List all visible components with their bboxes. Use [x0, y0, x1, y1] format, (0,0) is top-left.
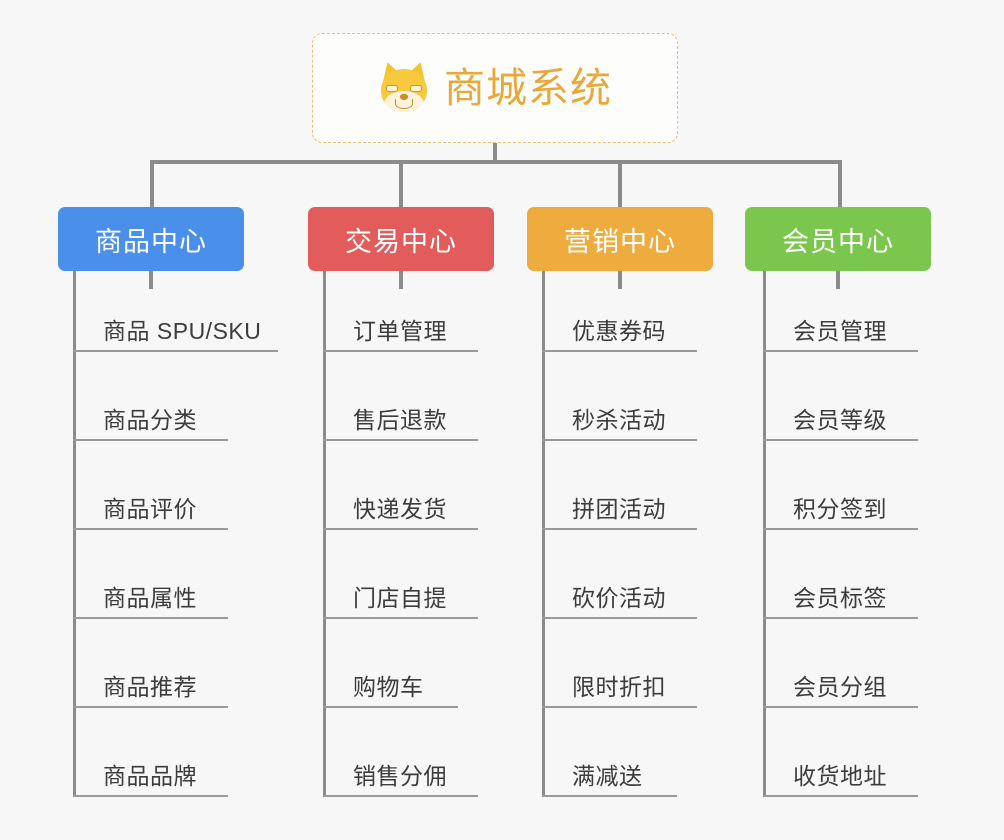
leaf-label: 商品推荐: [103, 674, 197, 700]
leaf-label: 商品属性: [103, 585, 197, 611]
root-title: 商城系统: [444, 64, 612, 111]
category-stem-4: [836, 271, 840, 289]
leaf-label: 积分签到: [793, 496, 887, 522]
leaf-underline: [763, 350, 918, 352]
leaf-underline: [323, 528, 478, 530]
category-stem-3: [618, 271, 622, 289]
category-box-1[interactable]: 商品中心: [58, 207, 244, 271]
root-node[interactable]: 商城系统: [312, 33, 678, 143]
leaf-underline: [73, 528, 228, 530]
leaf-underline: [763, 795, 918, 797]
category-label: 会员中心: [782, 226, 894, 257]
leaf-underline: [323, 439, 478, 441]
leaf-label: 商品 SPU/SKU: [103, 318, 262, 344]
leaf-label: 优惠券码: [572, 318, 666, 344]
leaf-label: 快递发货: [353, 496, 447, 522]
leaf-label: 门店自提: [353, 585, 447, 611]
leaf-underline: [542, 795, 677, 797]
leaf-underline: [323, 706, 458, 708]
drop-connector-4: [838, 160, 842, 209]
leaf-underline: [542, 617, 697, 619]
leaf-underline: [763, 617, 918, 619]
leaf-label: 商品评价: [103, 496, 197, 522]
category-box-2[interactable]: 交易中心: [308, 207, 494, 271]
category-spine-4: [763, 271, 766, 797]
drop-connector-3: [618, 160, 622, 209]
leaf-label: 会员等级: [793, 407, 887, 433]
category-label: 交易中心: [345, 226, 457, 257]
drop-connector-1: [150, 160, 154, 209]
category-spine-1: [73, 271, 76, 797]
leaf-label: 会员管理: [793, 318, 887, 344]
root-stem-connector: [493, 143, 497, 164]
leaf-label: 商品分类: [103, 407, 197, 433]
leaf-underline: [73, 795, 228, 797]
leaf-label: 秒杀活动: [572, 407, 666, 433]
leaf-label: 收货地址: [793, 763, 887, 789]
leaf-label: 售后退款: [353, 407, 447, 433]
leaf-underline: [73, 706, 228, 708]
category-label: 营销中心: [564, 226, 676, 257]
category-spine-2: [323, 271, 326, 797]
leaf-underline: [763, 528, 918, 530]
leaf-label: 会员标签: [793, 585, 887, 611]
shiba-dog-icon: [377, 59, 431, 114]
leaf-underline: [542, 439, 697, 441]
category-box-4[interactable]: 会员中心: [745, 207, 931, 271]
leaf-label: 拼团活动: [572, 496, 666, 522]
category-stem-2: [399, 271, 403, 289]
leaf-label: 砍价活动: [572, 585, 666, 611]
leaf-label: 订单管理: [353, 318, 447, 344]
bus-connector: [150, 160, 842, 164]
leaf-label: 限时折扣: [572, 674, 666, 700]
drop-connector-2: [399, 160, 403, 209]
leaf-underline: [542, 350, 697, 352]
leaf-underline: [73, 350, 278, 352]
category-box-3[interactable]: 营销中心: [527, 207, 713, 271]
leaf-label: 购物车: [353, 674, 424, 700]
leaf-label: 销售分佣: [353, 763, 447, 789]
leaf-underline: [542, 706, 697, 708]
leaf-label: 商品品牌: [103, 763, 197, 789]
leaf-underline: [323, 350, 478, 352]
leaf-underline: [323, 617, 478, 619]
leaf-underline: [73, 617, 228, 619]
leaf-underline: [542, 528, 697, 530]
leaf-underline: [73, 439, 228, 441]
leaf-underline: [323, 795, 478, 797]
leaf-label: 会员分组: [793, 674, 887, 700]
leaf-underline: [763, 439, 918, 441]
leaf-label: 满减送: [572, 763, 643, 789]
category-label: 商品中心: [95, 226, 207, 257]
category-stem-1: [149, 271, 153, 289]
category-spine-3: [542, 271, 545, 797]
leaf-underline: [763, 706, 918, 708]
